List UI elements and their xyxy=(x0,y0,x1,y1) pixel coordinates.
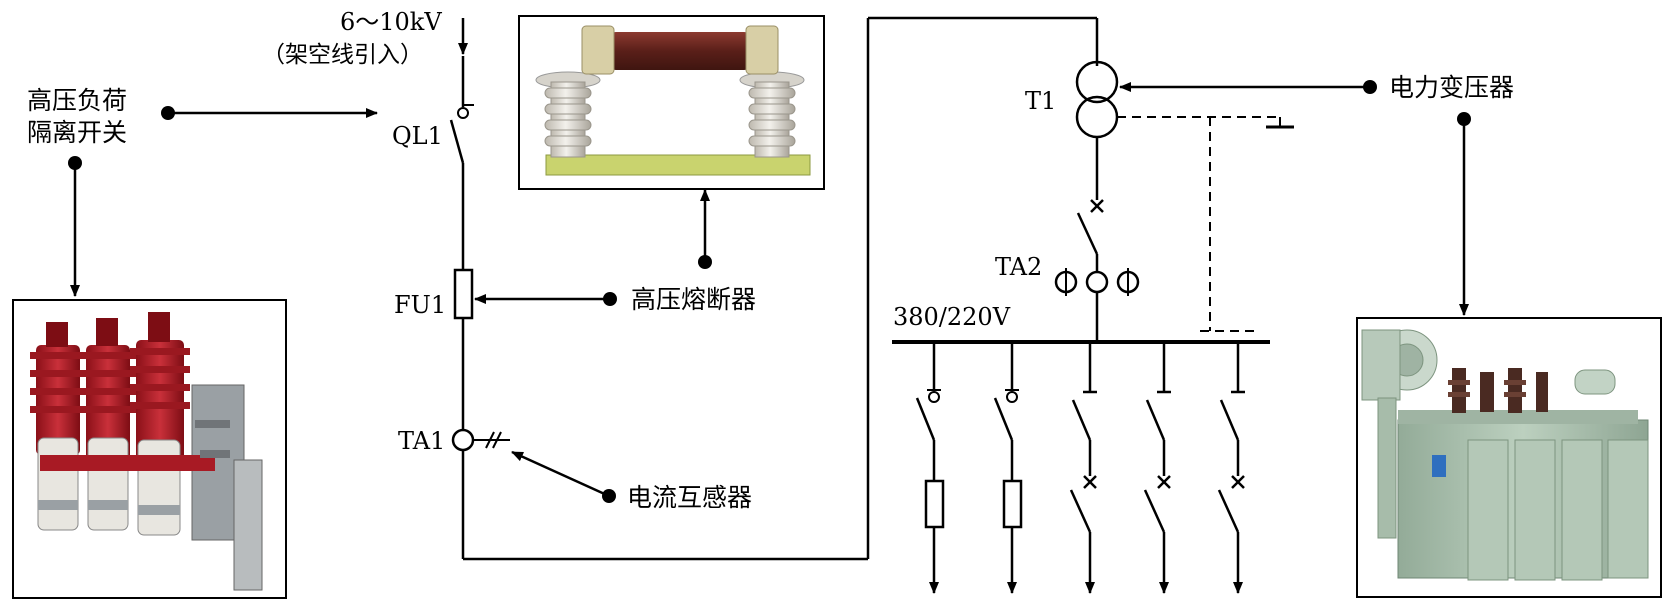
feeder-2 xyxy=(993,342,1023,594)
callout-power-transformer: 电力变压器 xyxy=(1119,73,1514,316)
feeder-5-breaker-icon xyxy=(1231,475,1245,489)
t1-primary-winding-icon xyxy=(1075,60,1119,104)
feeder-3-switch-icon xyxy=(1071,399,1092,441)
callout-hv-fuse: 高压熔断器 xyxy=(474,189,756,314)
fu1-fuse-icon xyxy=(453,268,474,320)
feeder-5 xyxy=(1217,342,1245,594)
feeder-4 xyxy=(1143,342,1171,594)
load-switch-photo xyxy=(12,299,287,599)
feeder-3-breaker-icon xyxy=(1083,475,1097,489)
feeder-1 xyxy=(915,342,945,594)
source-note-label: （架空线引入） xyxy=(262,42,423,68)
hv-source: 6～10kV （架空线引入） xyxy=(262,8,468,68)
callout-load-switch: 高压负荷 隔离开关 xyxy=(27,86,378,297)
power-transformer-photo xyxy=(1356,317,1662,598)
feeder-1-disconnector-icon xyxy=(928,391,940,403)
source-voltage-label: 6～10kV xyxy=(340,8,442,36)
feeder-4-switch-icon xyxy=(1145,399,1166,441)
ta1-label: TA1 xyxy=(398,427,445,455)
fu1-label: FU1 xyxy=(394,291,446,319)
ql1-switch-icon xyxy=(449,119,465,164)
feeder-4-breaker-icon xyxy=(1157,475,1171,489)
transformer-t1 xyxy=(1054,60,1294,342)
feeder-2-disconnector-icon xyxy=(1006,391,1018,403)
callout-current-transformer-label: 电流互感器 xyxy=(627,483,752,512)
callout-current-transformer: 电流互感器 xyxy=(511,450,752,512)
feeder-1-fuse-icon xyxy=(924,479,945,529)
ql1-label: QL1 xyxy=(392,122,443,150)
ta2-label: TA2 xyxy=(995,253,1042,281)
t1-label: T1 xyxy=(1025,87,1056,115)
ta2-ct-b-icon xyxy=(1085,270,1109,294)
callout-load-switch-line2: 隔离开关 xyxy=(27,118,127,147)
lv-bus-label: 380/220V xyxy=(893,303,1011,331)
callout-hv-fuse-label: 高压熔断器 xyxy=(631,285,756,314)
callout-power-transformer-label: 电力变压器 xyxy=(1389,73,1514,102)
feeder-2-fuse-icon xyxy=(1002,479,1023,529)
ta1-ct-icon xyxy=(451,428,475,452)
callout-load-switch-line1: 高压负荷 xyxy=(27,86,127,115)
main-feeder-loop xyxy=(449,16,1099,561)
feeder-5-switch-icon xyxy=(1219,399,1240,441)
hv-fuse-photo xyxy=(518,15,825,190)
ql1-contact-icon xyxy=(457,107,469,119)
main-breaker-icon xyxy=(1090,199,1104,213)
feeder-3 xyxy=(1069,342,1097,594)
